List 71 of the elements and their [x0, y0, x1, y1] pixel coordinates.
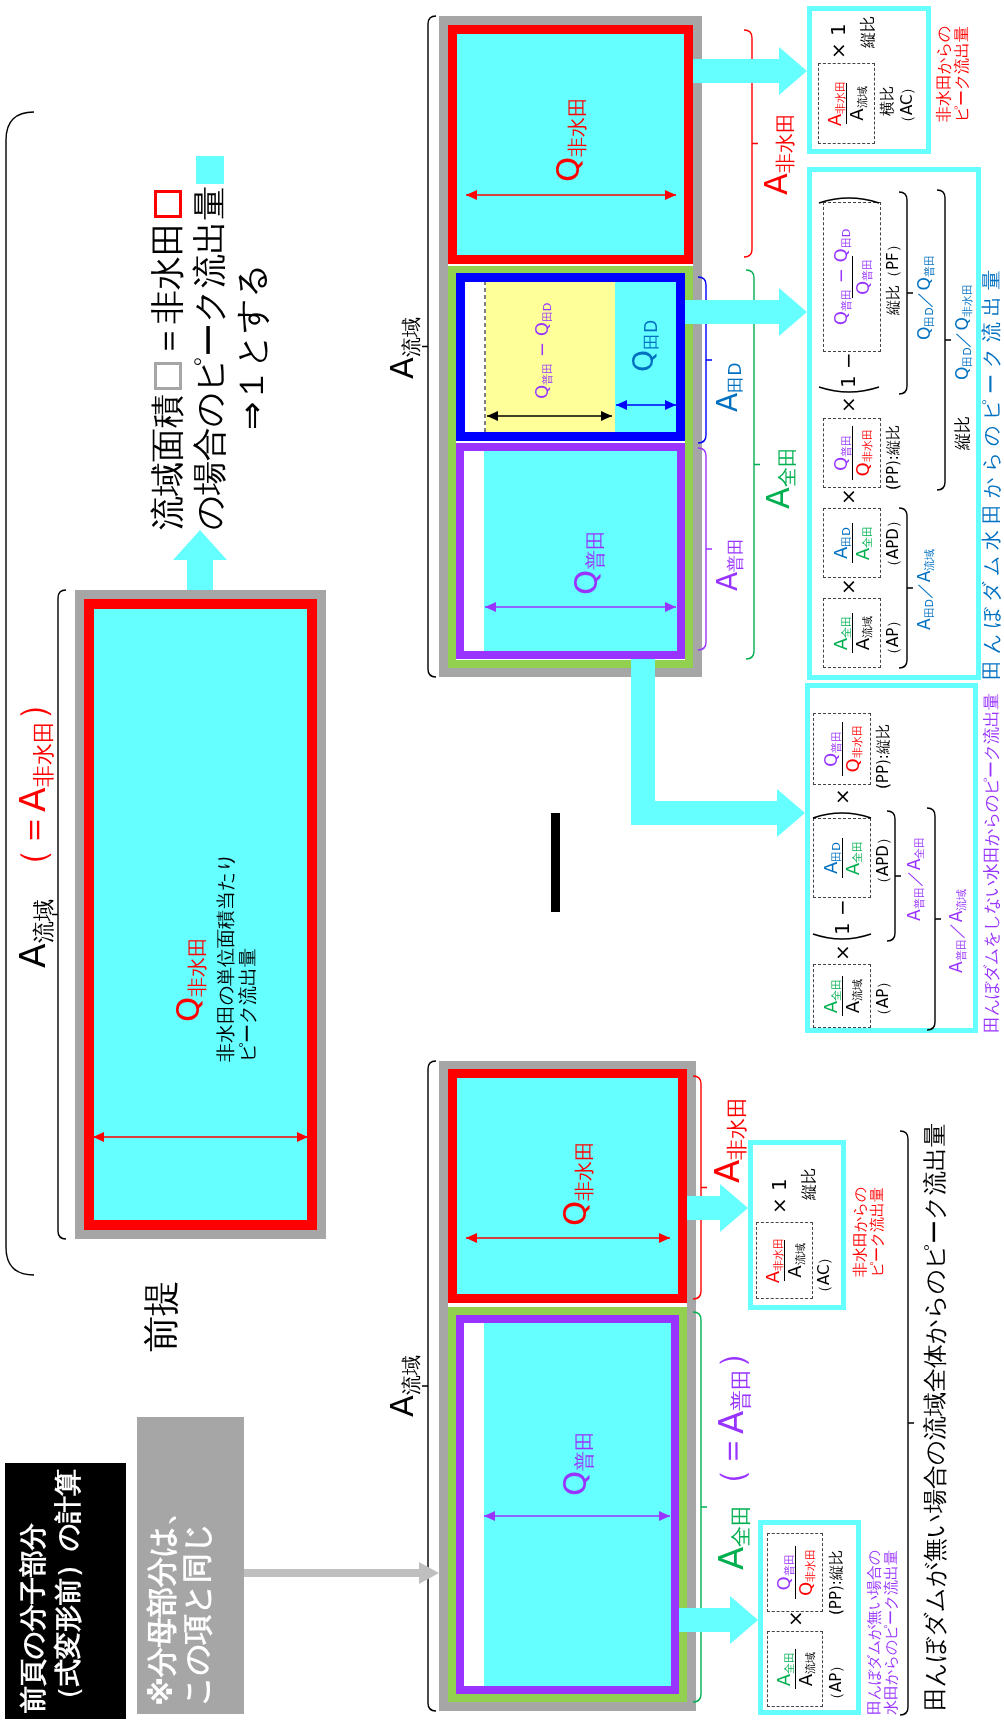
formula-term: （APD）: [875, 830, 893, 891]
formula-term: ×: [831, 944, 854, 961]
formula-term: （AP）: [828, 1657, 846, 1707]
block-arrow: [685, 288, 807, 336]
catchment-box: [439, 1061, 696, 1711]
premise-text: の場合のピーク流出量: [190, 186, 230, 530]
formula-term: （AP）: [875, 973, 893, 1023]
formula-term: ×: [831, 788, 854, 805]
formula-term: （AC）: [899, 79, 917, 130]
formula-box: [748, 1140, 846, 1310]
fraction-box: [823, 508, 881, 578]
fraction-box: [823, 202, 881, 352]
premise-text: ＝非水田: [148, 222, 188, 358]
caption-text: 田んぼダムが無い場合の流域全体からのピーク流出量: [922, 1123, 950, 1711]
formula-term: 縦比: [859, 16, 878, 48]
block-arrow: [679, 1596, 758, 1644]
title: 前頁の分子部分（式変形前）の計算: [5, 1463, 126, 1719]
paddy-box: [456, 443, 685, 659]
formula-term: 縦比: [800, 1168, 819, 1200]
formula-term: (PP):縦比: [885, 425, 903, 490]
formula-term: ×: [837, 578, 860, 595]
fraction-box: [813, 818, 871, 898]
formula-box: [805, 683, 978, 1033]
fraction-box: [767, 1631, 823, 1707]
fraction-box: [823, 598, 881, 668]
formula-term: ×: [837, 396, 860, 413]
description-text: 非水田の単位面積当たりピーク流出量: [215, 852, 259, 1062]
formula-term: （AP）: [885, 612, 903, 662]
formula-term: 縦比（PF）: [885, 237, 903, 315]
caption-text: 田んぼダム水田からのピーク流出量: [981, 264, 1002, 680]
note-text: ※分母部分は、この項と同じ: [145, 1494, 214, 1706]
formula-box: [807, 167, 981, 680]
formula-term: （APD）: [885, 513, 903, 574]
formula-term: (PP):縦比: [875, 724, 893, 789]
formula-box: [807, 6, 931, 154]
formula-term: (PP):縦比: [828, 1550, 846, 1615]
formula-term: 縦比: [953, 416, 973, 450]
formula-term: 横比: [879, 86, 897, 116]
dam-paddy-box: [456, 273, 685, 441]
formula-term: 1 −: [831, 899, 854, 935]
arrow: [244, 1562, 439, 1584]
fraction-box: [767, 1533, 823, 1612]
formula-term: ×: [837, 488, 860, 505]
field-box: [448, 25, 693, 264]
paddy-area-box: [448, 266, 693, 668]
formula-term: ×: [784, 1610, 807, 1627]
field-box: [448, 1069, 687, 1303]
fraction-box: [823, 418, 881, 488]
fraction-box: [818, 63, 875, 144]
caption-text: 非水田からのピーク流出量: [935, 25, 972, 122]
block-arrow: [687, 1184, 748, 1232]
fraction-box: [813, 964, 871, 1028]
formula-term: × 1: [827, 23, 850, 59]
block-arrow: [631, 659, 805, 837]
section-label: 前提: [140, 1280, 182, 1352]
formula-box: [758, 1520, 861, 1715]
fraction-box: [756, 1222, 813, 1299]
block-arrow: [693, 47, 807, 95]
fraction-box: [813, 713, 871, 785]
block-arrow: [173, 530, 227, 590]
caption-text: 田んぼダムが無い場合の水田からのピーク流出量: [866, 1550, 900, 1715]
formula-term: （AC）: [816, 1249, 834, 1300]
premise-text: ⇒１とする: [232, 262, 272, 430]
formula-term: 1 −: [837, 352, 860, 388]
premise-text: 流域面積: [148, 394, 188, 530]
catchment-box: [75, 590, 326, 1239]
catchment-box: [439, 16, 702, 677]
caption-text: 田んぼダムをしない水田からのピーク流出量: [982, 693, 1002, 1033]
formula-term: × 1: [768, 1178, 791, 1214]
note-box: [137, 1417, 244, 1714]
caption-text: 非水田からのピーク流出量: [852, 1186, 887, 1277]
